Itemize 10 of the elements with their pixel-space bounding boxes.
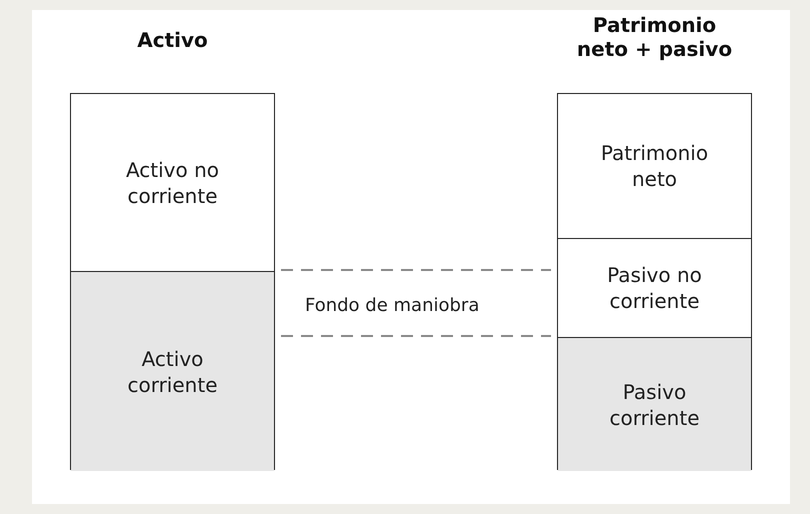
- shaded-section: [71, 271, 274, 471]
- section-label: Activo no corriente: [124, 156, 220, 208]
- section-label: Patrimonio neto: [600, 140, 710, 192]
- section-label: Pasivo corriente: [608, 378, 700, 430]
- shaded-section: [558, 337, 751, 471]
- section-label: Activo corriente: [126, 346, 218, 398]
- column-heading: Activo: [136, 28, 209, 52]
- section-label: Pasivo no corriente: [606, 262, 703, 314]
- range-label: Fondo de maniobra: [305, 295, 480, 316]
- column-heading: Patrimonio neto + pasivo: [576, 13, 734, 61]
